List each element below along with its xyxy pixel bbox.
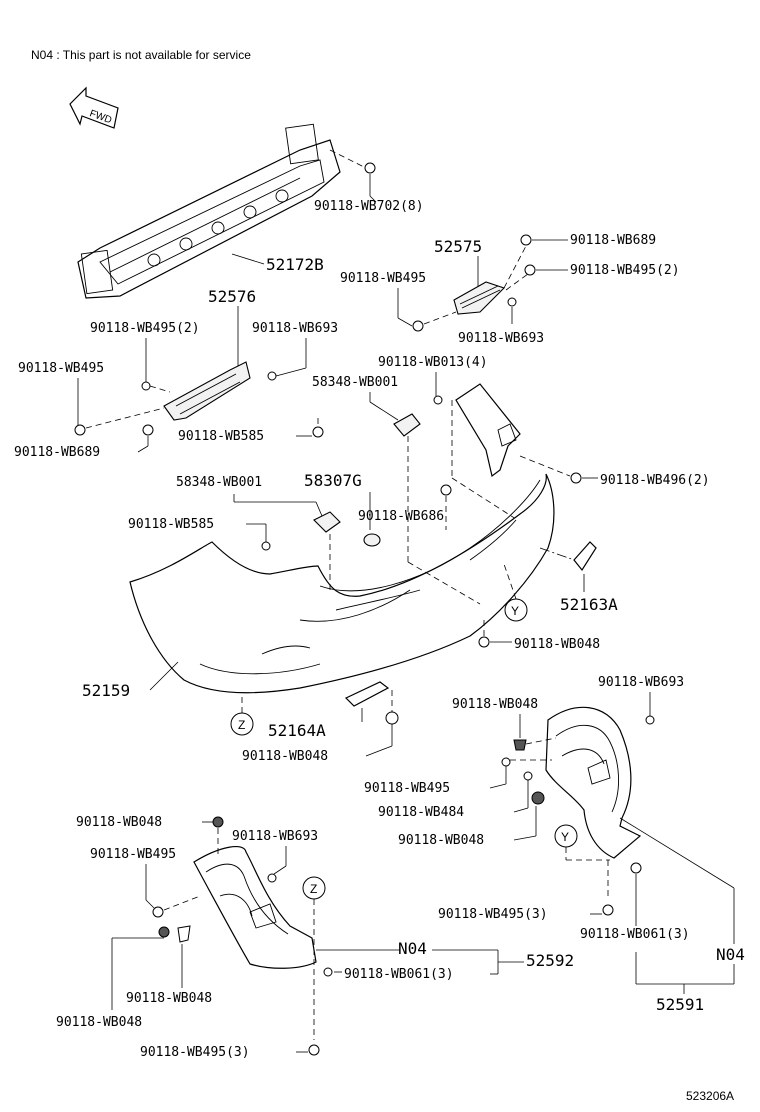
callout-58307g: 58307G xyxy=(304,471,362,490)
callout-wb585-b: 90118-WB585 xyxy=(128,517,214,532)
retainer-58348-b xyxy=(313,511,341,533)
callout-n04-right: N04 xyxy=(716,945,745,964)
callout-wb495-right: 90118-WB495 xyxy=(364,781,450,796)
callout-wb693-left: 90118-WB693 xyxy=(252,321,338,336)
callout-wb689-left: 90118-WB689 xyxy=(14,445,100,460)
callout-wb495-3-right: 90118-WB495(3) xyxy=(438,907,548,922)
callout-wb048-mid: 90118-WB048 xyxy=(514,637,600,652)
callout-52163a: 52163A xyxy=(560,595,618,614)
ref-mark-z2: Z xyxy=(310,882,317,896)
side-retainer-right xyxy=(455,383,521,478)
callout-wb693-lower: 90118-WB693 xyxy=(232,829,318,844)
fender-liner-left xyxy=(193,845,317,969)
callout-wb048-left-top: 90118-WB048 xyxy=(76,815,162,830)
callout-wb702: 90118-WB702(8) xyxy=(314,199,424,214)
bracket-52575 xyxy=(453,281,506,315)
callout-wb048-right: 90118-WB048 xyxy=(398,833,484,848)
bumper-reinforcement xyxy=(77,123,341,299)
fender-liner-right xyxy=(545,706,642,859)
callout-wb495-lower-left: 90118-WB495 xyxy=(90,847,176,862)
callout-wb061-3-left: 90118-WB061(3) xyxy=(344,967,454,982)
callout-58348-a: 58348-WB001 xyxy=(312,375,398,390)
fwd-arrow-icon: FWD xyxy=(69,86,119,129)
plug-58307g xyxy=(363,533,381,547)
callout-wb048-right-top: 90118-WB048 xyxy=(452,697,538,712)
service-note: N04 : This part is not available for ser… xyxy=(31,48,251,62)
ref-mark-y1: Y xyxy=(511,604,519,618)
callout-52591: 52591 xyxy=(656,995,704,1014)
callout-52592: 52592 xyxy=(526,951,574,970)
callout-wb495-left: 90118-WB495 xyxy=(18,361,104,376)
callout-wb048-lower-b: 90118-WB048 xyxy=(56,1015,142,1030)
callout-wb484: 90118-WB484 xyxy=(378,805,464,820)
callout-52164a: 52164A xyxy=(268,721,326,740)
retainer-58348-a xyxy=(393,413,421,437)
callout-wb496: 90118-WB496(2) xyxy=(600,473,710,488)
ref-mark-y2: Y xyxy=(561,830,569,844)
callout-wb013: 90118-WB013(4) xyxy=(378,355,488,370)
callout-52576: 52576 xyxy=(208,287,256,306)
figure-id: 523206A xyxy=(686,1089,734,1103)
callout-wb686: 90118-WB686 xyxy=(358,509,444,524)
callout-wb495-3-bottom: 90118-WB495(3) xyxy=(140,1045,250,1060)
callout-wb585-a: 90118-WB585 xyxy=(178,429,264,444)
callout-wb693-right: 90118-WB693 xyxy=(598,675,684,690)
callout-wb061-3-right: 90118-WB061(3) xyxy=(580,927,690,942)
callout-wb048-lower-a: 90118-WB048 xyxy=(126,991,212,1006)
callout-58348-b: 58348-WB001 xyxy=(176,475,262,490)
ref-mark-z1: Z xyxy=(238,718,245,732)
bracket-52576 xyxy=(163,361,251,421)
callout-52159: 52159 xyxy=(82,681,130,700)
bumper-cover xyxy=(129,473,555,694)
callout-wb495-2-top: 90118-WB495(2) xyxy=(570,263,680,278)
callout-wb495-2-left: 90118-WB495(2) xyxy=(90,321,200,336)
callout-n04-left: N04 xyxy=(398,939,427,958)
callout-52575: 52575 xyxy=(434,237,482,256)
reflector-52163a xyxy=(573,541,597,572)
callout-wb693-top: 90118-WB693 xyxy=(458,331,544,346)
callout-wb495-top: 90118-WB495 xyxy=(340,271,426,286)
callout-wb689-top: 90118-WB689 xyxy=(570,233,656,248)
callout-wb048-center: 90118-WB048 xyxy=(242,749,328,764)
callout-52172b: 52172B xyxy=(266,255,324,274)
reflector-52164a xyxy=(344,681,390,707)
